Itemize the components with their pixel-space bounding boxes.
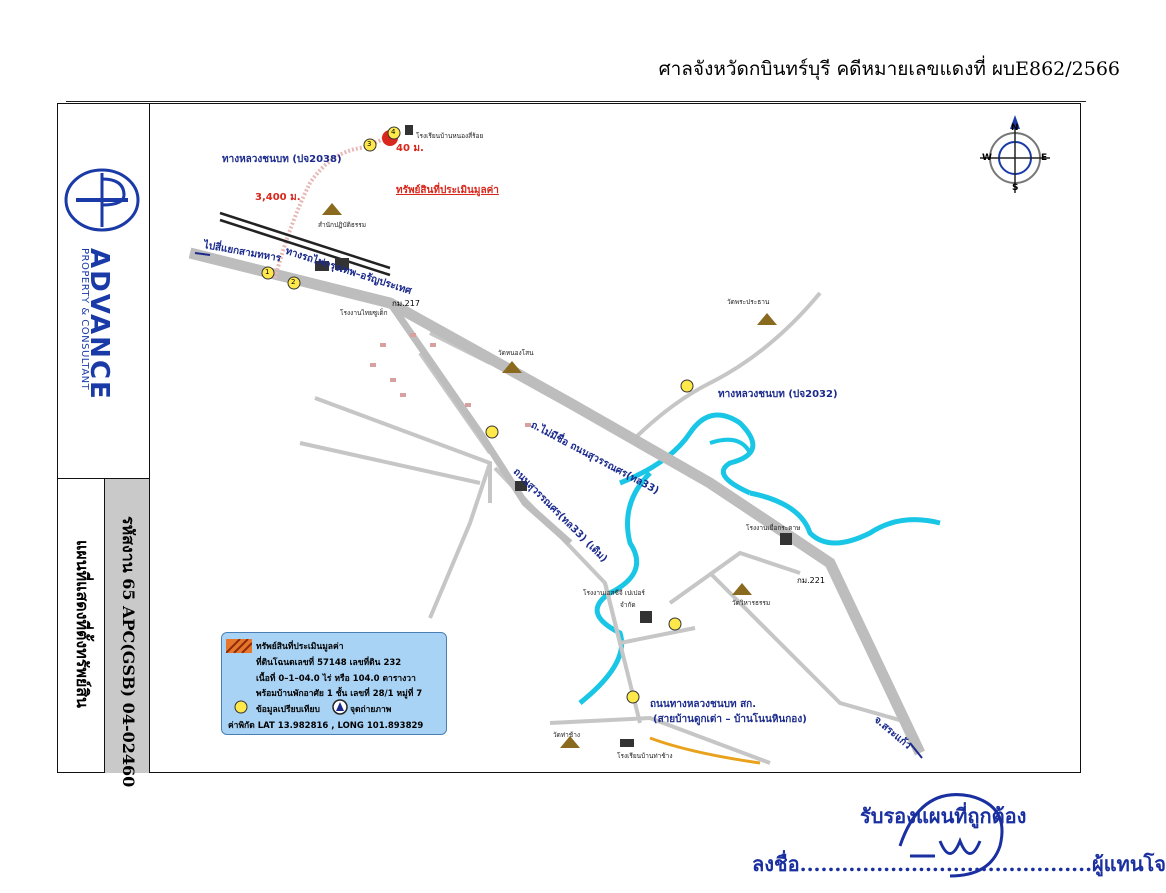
place-school-bottom: โรงเรียนบ้านท่าช้าง bbox=[617, 752, 673, 760]
signature-icon bbox=[898, 793, 1004, 878]
road-secondary bbox=[428, 462, 492, 619]
road-secondary bbox=[603, 582, 696, 646]
signature-line: ลงชื่อ..................................… bbox=[752, 852, 1166, 876]
road-secondary bbox=[708, 571, 911, 725]
legend-area: เนื้อที่ 0–1–04.0 ไร่ หรือ 104.0 ตารางวา bbox=[256, 674, 416, 684]
legend-compare: ข้อมูลเปรียบเทียบ bbox=[256, 705, 320, 715]
km-221-marker: กม.221 bbox=[797, 576, 825, 585]
river bbox=[578, 471, 652, 705]
legend-building: พร้อมบ้านพักอาศัย 1 ชั้น เลขที่ 28/1 หมู… bbox=[256, 689, 423, 699]
sidebar-code-panel bbox=[104, 478, 150, 773]
map-title: แผนที่แสดงที่ตั้งทรัพย์สิน bbox=[73, 540, 92, 708]
temple-icon bbox=[732, 583, 752, 595]
certify-text: รับรองแผนที่ถูกต้อง bbox=[860, 804, 1027, 828]
court-case-header: ศาลจังหวัดกบินทร์บุรี คดีหมายเลขแดงที่ ผ… bbox=[658, 58, 1120, 80]
road-secondary bbox=[299, 441, 481, 485]
legend-photo: จุดถ่ายภาพ bbox=[350, 705, 392, 715]
place-factory-bottom-sub: จำกัด bbox=[620, 601, 636, 609]
map-legend: ทรัพย์สินที่ประเมินมูลค่า ที่ดินโฉนดเลขท… bbox=[221, 632, 447, 735]
marker-4: 4 bbox=[391, 128, 396, 136]
factory-icon bbox=[315, 261, 329, 271]
place-temple-bottom: วัดท่าช้าง bbox=[553, 731, 581, 739]
distance-40: 40 ม. bbox=[396, 143, 424, 154]
km-217-marker: กม.217 bbox=[392, 299, 420, 308]
brand-tagline: PROPERTY & CONSULTANT bbox=[79, 248, 90, 391]
compass-north: N bbox=[1011, 123, 1019, 133]
road-2032 bbox=[628, 291, 822, 445]
road-secondary bbox=[668, 550, 801, 605]
compass-east: E bbox=[1041, 153, 1048, 163]
marker-3: 3 bbox=[367, 140, 372, 148]
place-factory-top: โรงงานไทยซูเต็ก bbox=[340, 309, 388, 317]
school-icon bbox=[620, 739, 634, 747]
distance-3400: 3,400 ม. bbox=[255, 192, 301, 203]
place-temple-right: วัดพระประธาน bbox=[727, 298, 770, 306]
arrow-to-sa-kaeo bbox=[909, 742, 923, 759]
road-label-2032: ทางหลวงชนบท (ปจ2032) bbox=[718, 389, 838, 400]
job-code: รหัสงาน 65 APC(GSB) 04-02460 bbox=[119, 516, 138, 788]
factory-icon bbox=[335, 258, 349, 270]
place-factory-bottom: โรงงานเอสซีจี เปเปอร์ bbox=[583, 589, 645, 597]
legend-title: ทรัพย์สินที่ประเมินมูลค่า bbox=[256, 642, 344, 652]
highway-33 bbox=[188, 247, 925, 756]
river bbox=[709, 437, 752, 455]
compass-west: W bbox=[982, 153, 992, 163]
location-map bbox=[188, 115, 1050, 765]
property-label: ทรัพย์สินที่ประเมินมูลค่า bbox=[396, 185, 499, 196]
road-secondary bbox=[549, 715, 771, 765]
place-school-top: โรงเรียนบ้านหนองสี่ร้อย bbox=[416, 132, 484, 140]
compare-point-icon bbox=[234, 700, 248, 714]
highway-33-old bbox=[387, 301, 573, 546]
legend-coordinates: ค่าพิกัด LAT 13.982816 , LONG 101.893829 bbox=[228, 721, 424, 731]
place-temple-mid: วัดหนองโสน bbox=[498, 349, 534, 357]
photo-point-icon bbox=[332, 699, 348, 715]
orange-road bbox=[649, 736, 761, 765]
temple-icon bbox=[502, 361, 522, 373]
factory-icon bbox=[780, 533, 792, 545]
rural-sk-sub-label: (สายบ้านดูกเต่า – บ้านโนนหินกอง) bbox=[653, 714, 807, 725]
sidebar-title-panel bbox=[57, 478, 104, 773]
rural-sk-label: ถนนทางหลวงชนบท สก. bbox=[650, 699, 757, 710]
arrow-to-junction bbox=[194, 252, 211, 256]
property-hatch-icon bbox=[226, 639, 252, 653]
marker-1: 1 bbox=[265, 268, 270, 276]
marker-2: 2 bbox=[291, 278, 296, 286]
place-factory-right: โรงงานเยื่อกระดาษ bbox=[746, 524, 801, 532]
river bbox=[619, 412, 756, 496]
factory-icon bbox=[640, 611, 652, 623]
school-icon bbox=[405, 125, 413, 135]
compass-icon bbox=[980, 115, 1050, 193]
map-frame bbox=[57, 103, 1081, 773]
temple-icon bbox=[560, 736, 580, 748]
place-temple-left: สำนักปฏิบัติธรรม bbox=[318, 221, 367, 229]
railway bbox=[219, 218, 391, 277]
compass-south: S bbox=[1012, 183, 1019, 193]
temple-icon bbox=[322, 203, 342, 215]
advance-logo-icon bbox=[64, 168, 140, 232]
place-temple-bottom-right: วัดวิหารธรรม bbox=[732, 599, 771, 607]
sidebar-logo-panel bbox=[57, 103, 150, 478]
road-label-2038: ทางหลวงชนบท (ปจ2038) bbox=[222, 154, 342, 165]
factory-icon bbox=[515, 481, 527, 491]
railway bbox=[219, 211, 391, 270]
temple-icon bbox=[757, 313, 777, 325]
legend-deed: ที่ดินโฉนดเลขที่ 57148 เลขที่ดิน 232 bbox=[256, 658, 402, 668]
header-divider bbox=[66, 101, 1086, 102]
river bbox=[749, 490, 941, 546]
